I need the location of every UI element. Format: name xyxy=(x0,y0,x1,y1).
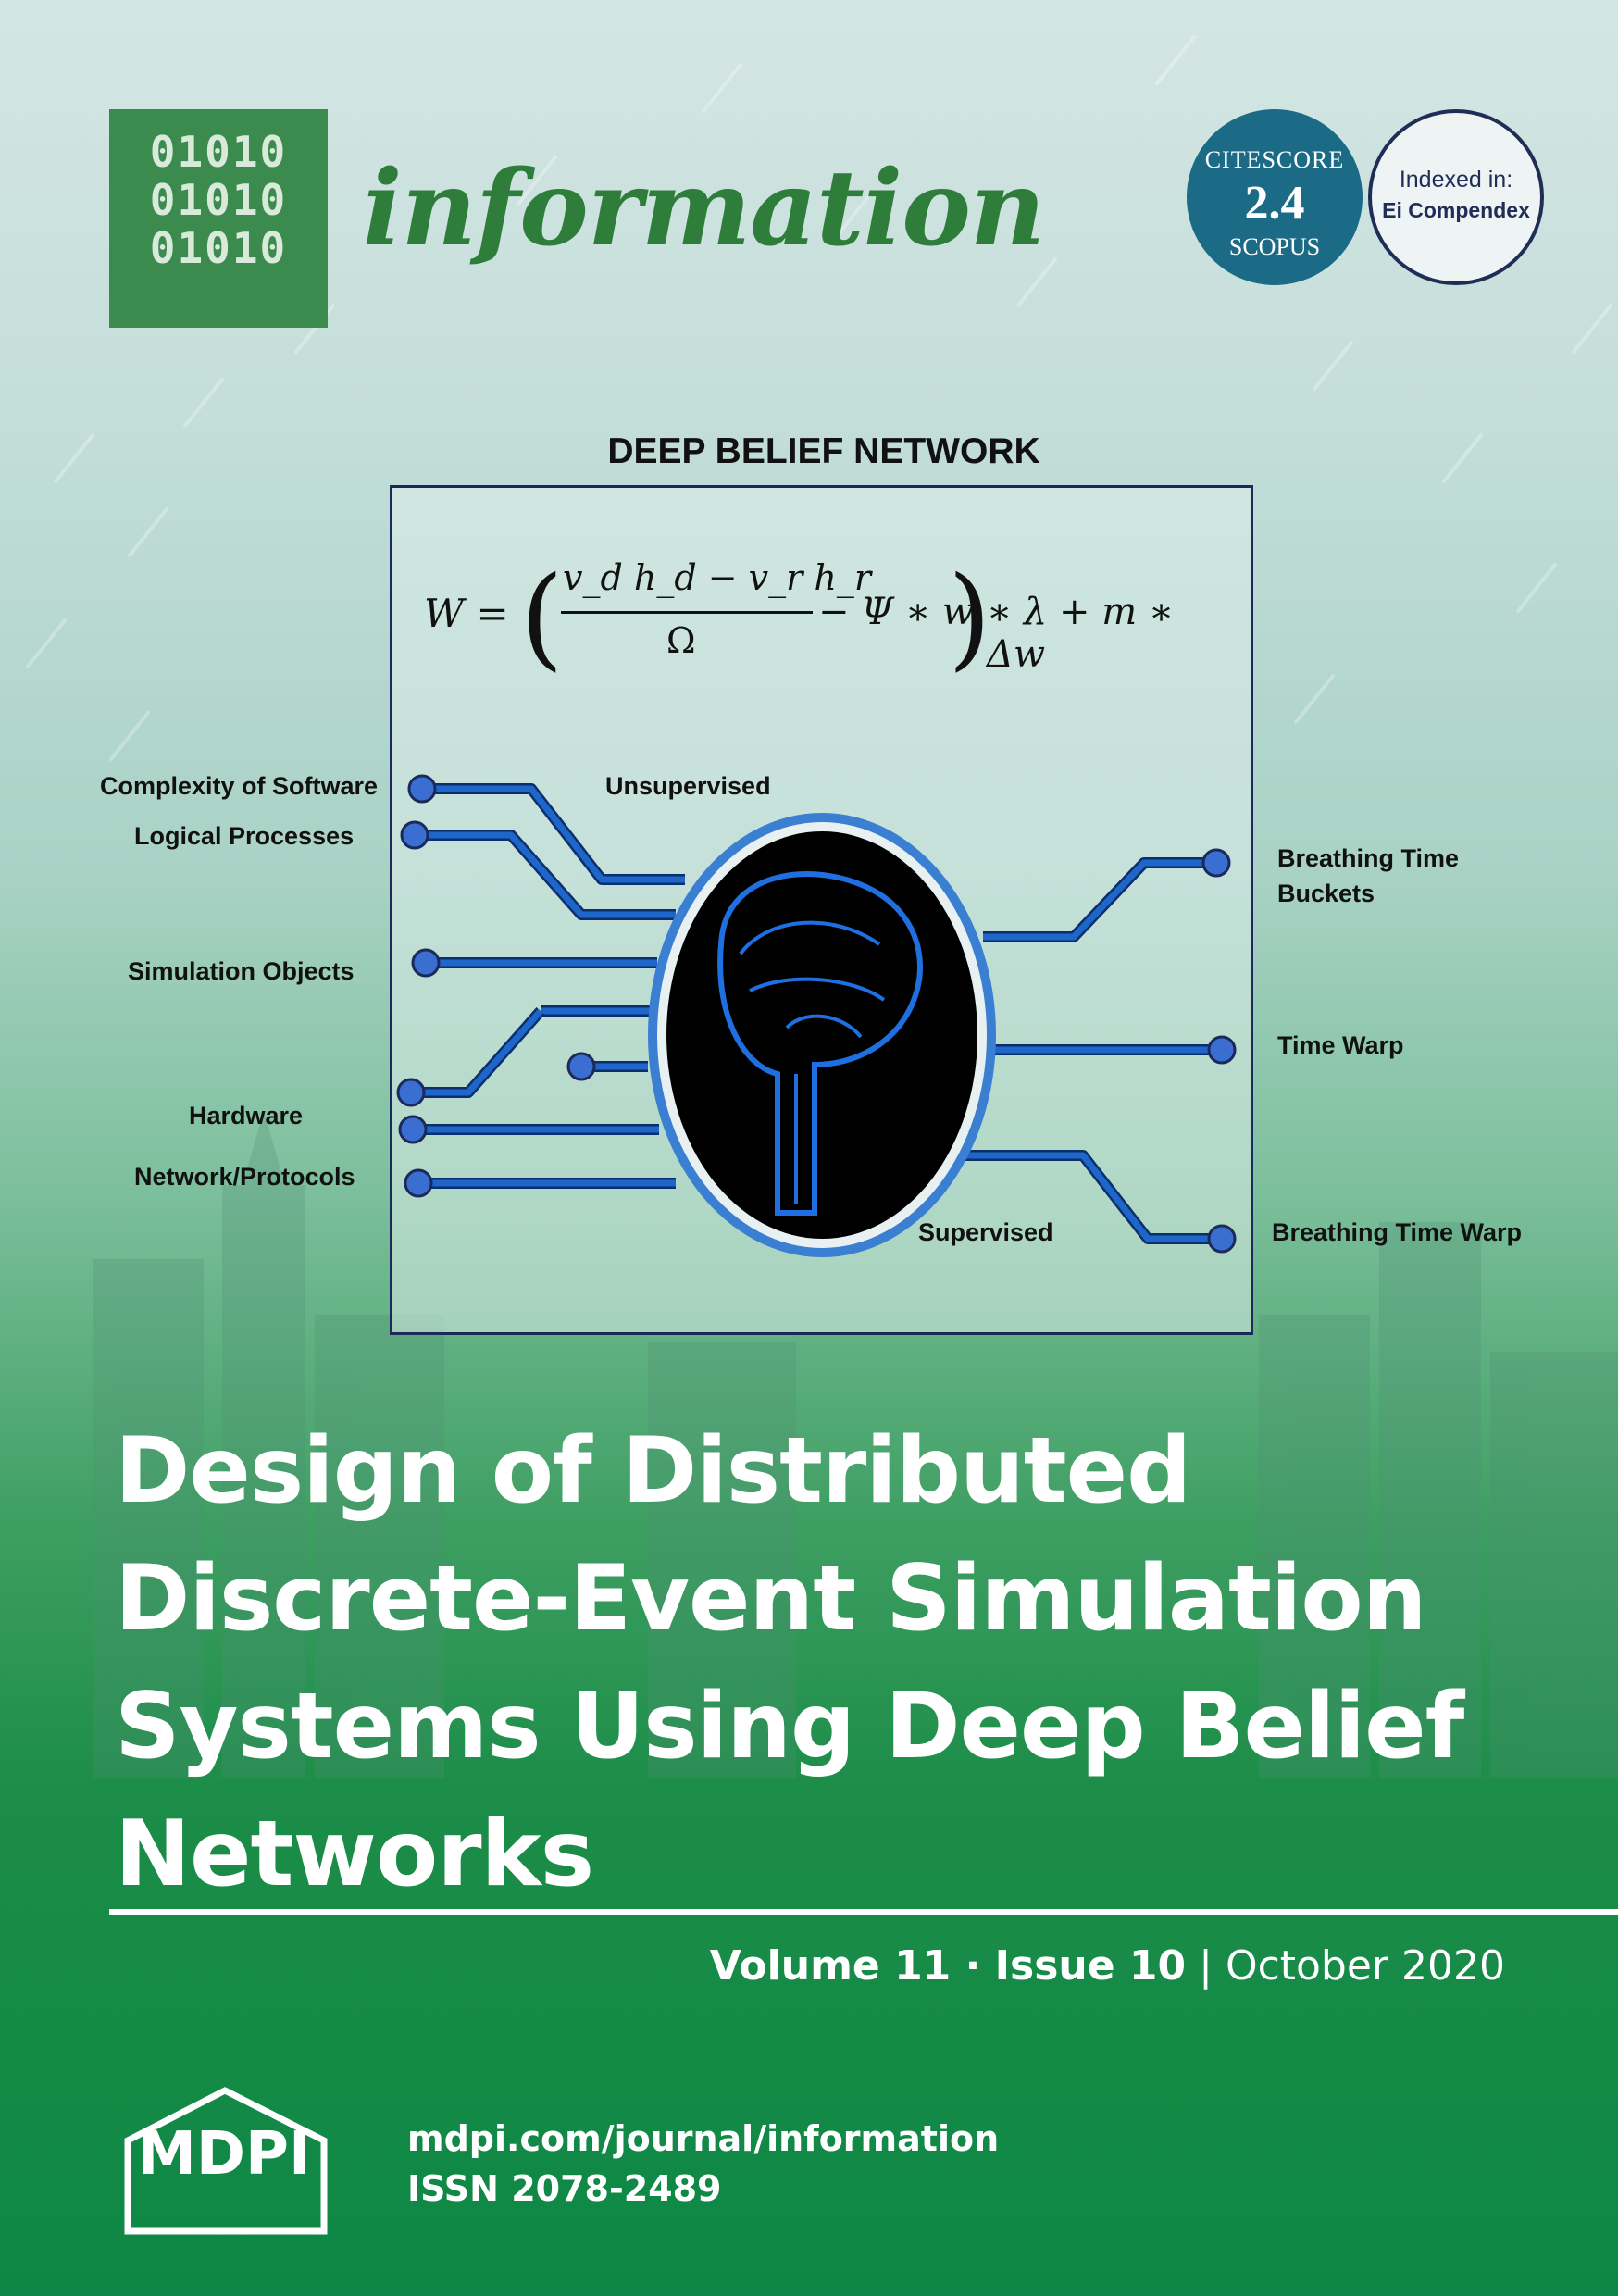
ei-compendex-badge: Indexed in: Ei Compendex xyxy=(1368,109,1544,285)
label-unsupervised: Unsupervised xyxy=(605,772,771,800)
node-network xyxy=(404,1168,433,1198)
label-supervised: Supervised xyxy=(918,1218,1053,1246)
label-time-warp: Time Warp xyxy=(1277,1031,1404,1059)
citescore-source: SCOPUS xyxy=(1228,233,1321,260)
formula-fraction-bar xyxy=(561,611,813,614)
wire-hardware xyxy=(411,1008,543,1096)
indexed-value: Ei Compendex xyxy=(1382,198,1530,222)
issue-separator: · xyxy=(951,1942,995,1990)
wire-breathing-buckets xyxy=(983,859,1216,941)
formula-right-paren: ) xyxy=(948,554,991,682)
formula-left-paren: ( xyxy=(520,554,564,682)
logo-line-3: 01010 xyxy=(149,223,288,273)
volume: Volume 11 xyxy=(709,1942,952,1990)
label-hardware: Hardware xyxy=(189,1102,304,1129)
brain-detail xyxy=(739,920,886,1204)
label-complexity-of-software: Complexity of Software xyxy=(100,772,379,800)
node-complexity xyxy=(407,774,437,804)
journal-url[interactable]: mdpi.com/journal/information xyxy=(407,2118,1000,2159)
wire-breathing-buckets-shadow xyxy=(983,857,1216,942)
figure-title: DEEP BELIEF NETWORK xyxy=(607,431,1040,471)
label-network-protocols: Network/Protocols xyxy=(134,1163,355,1191)
title-line-1: Design of Distributed xyxy=(115,1418,1191,1524)
node-hardware-low xyxy=(398,1115,428,1144)
citescore-value: 2.4 xyxy=(1244,177,1305,230)
issn: ISSN 2078-2489 xyxy=(407,2168,722,2209)
label-breathing-time-buckets-line2: Buckets xyxy=(1277,880,1375,907)
formula-denominator: Ω xyxy=(666,620,696,661)
formula-lhs: W = xyxy=(424,591,509,636)
label-logical-processes: Logical Processes xyxy=(134,822,355,850)
divider xyxy=(109,1909,1618,1915)
label-breathing-time-buckets-line1: Breathing Time xyxy=(1277,844,1460,872)
wire-logical xyxy=(415,831,676,918)
node-time-warp xyxy=(1207,1035,1237,1065)
node-breathing-warp xyxy=(1207,1224,1237,1254)
logo-line-2: 01010 xyxy=(149,175,288,225)
issue-pipe: | xyxy=(1186,1942,1226,1990)
title-line-4: Networks xyxy=(115,1802,594,1907)
citescore-badge: CITESCORE 2.4 SCOPUS xyxy=(1187,109,1363,285)
issue-date: October 2020 xyxy=(1225,1942,1505,1990)
citescore-label: CITESCORE xyxy=(1204,146,1345,173)
label-simulation-objects: Simulation Objects xyxy=(128,957,355,985)
formula-rest: − Ψ ∗ w xyxy=(818,591,975,633)
node-short xyxy=(566,1052,596,1081)
wire-complexity xyxy=(422,785,685,883)
logo-line-1: 01010 xyxy=(149,127,288,177)
title-line-3: Systems Using Deep Belief xyxy=(115,1674,1464,1779)
formula-tail: ∗ λ + m ∗ Δw xyxy=(987,591,1175,676)
node-simulation xyxy=(411,948,441,978)
article-title: Design of Distributed Discrete-Event Sim… xyxy=(115,1407,1559,1918)
wire-supervised xyxy=(963,1152,1222,1242)
node-hardware xyxy=(396,1078,426,1107)
brain-icon xyxy=(717,871,923,1216)
dbn-formula: W = ( v_d h_d − v_r h_r Ω − Ψ ∗ w ) ∗ λ … xyxy=(424,544,1238,693)
mdpi-logo-icon xyxy=(124,2087,328,2235)
formula-numerator: v_d h_d − v_r h_r xyxy=(563,557,872,598)
indexed-label: Indexed in: xyxy=(1399,167,1513,193)
issue-number: Issue 10 xyxy=(994,1942,1187,1990)
node-breathing-buckets xyxy=(1201,848,1231,878)
label-breathing-time-warp: Breathing Time Warp xyxy=(1272,1218,1523,1246)
title-line-2: Discrete-Event Simulation xyxy=(115,1546,1426,1652)
brain-disc xyxy=(666,831,977,1239)
node-logical xyxy=(400,820,429,850)
journal-logo: 01010 01010 01010 xyxy=(109,109,328,328)
mdpi-wordmark: MDPI xyxy=(137,2120,311,2189)
journal-name: information xyxy=(363,148,1045,269)
issue-info: Volume 11 · Issue 10 | October 2020 xyxy=(710,1942,1505,1990)
